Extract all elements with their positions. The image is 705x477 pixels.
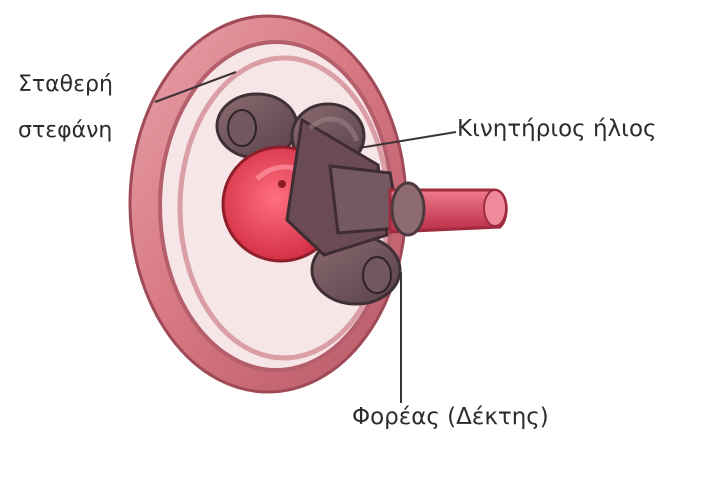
fixed-ring-label-line-1: Σταθερή xyxy=(18,72,113,98)
sun-gear-label: Κινητήριος ήλιος xyxy=(457,116,657,142)
output-shaft-icon xyxy=(390,183,506,235)
carrier-label: Φορέας (Δέκτης) xyxy=(352,404,549,430)
fixed-ring-label-line-2: στεφάνη xyxy=(18,118,112,144)
